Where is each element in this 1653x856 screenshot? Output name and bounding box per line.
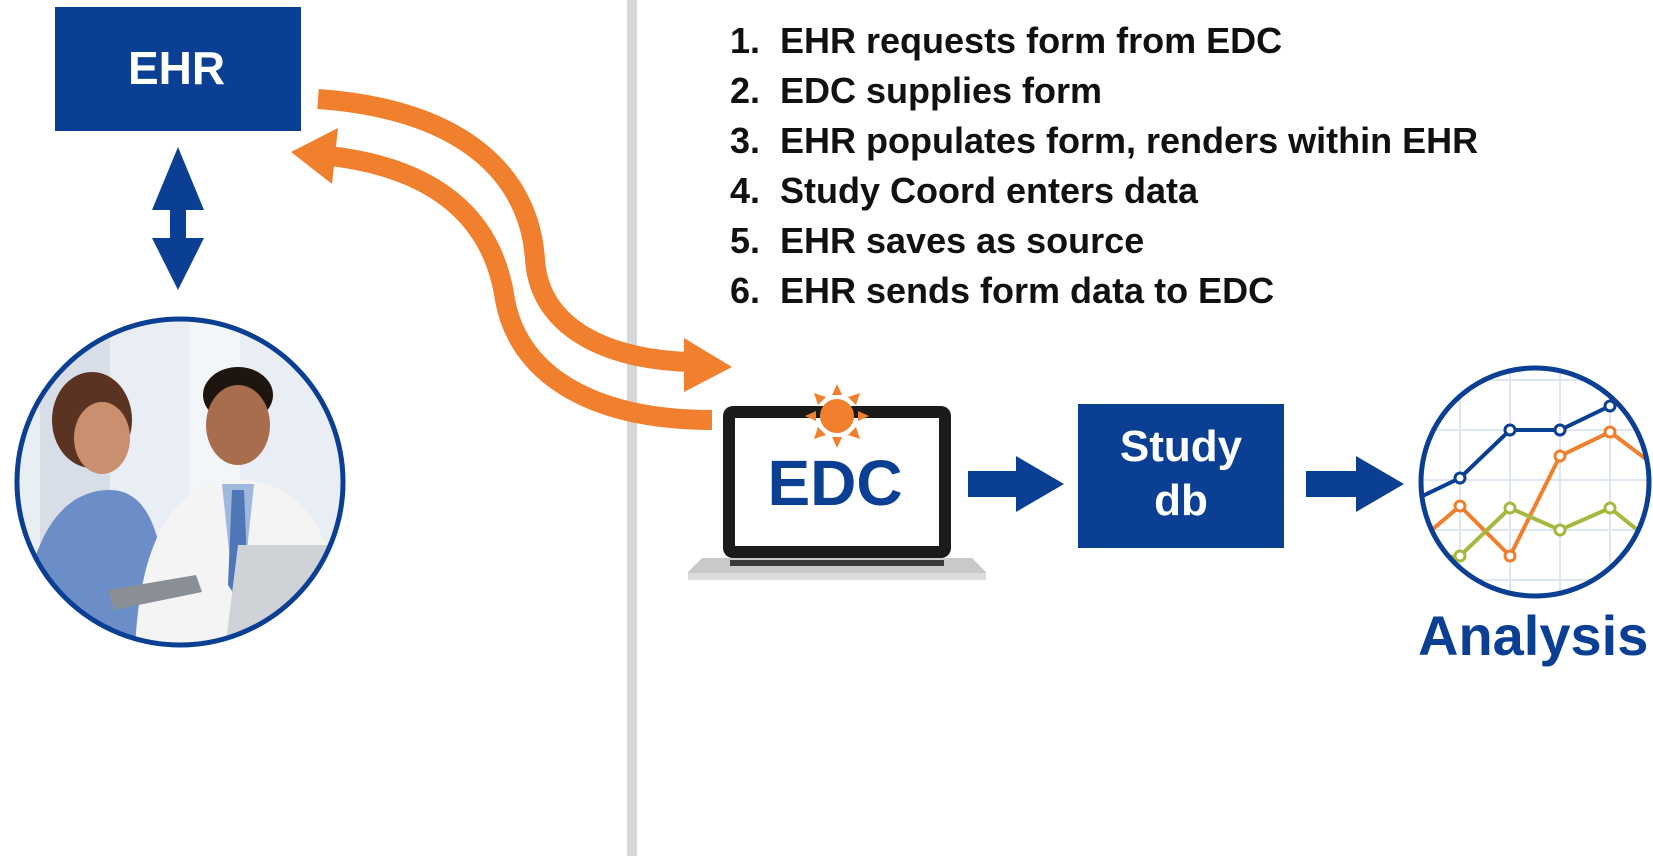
response-arrow (291, 128, 713, 430)
edc-label: EDC (767, 447, 903, 519)
step-item: 3.EHR populates form, renders within EHR (730, 120, 1479, 161)
sun-icon (805, 384, 869, 448)
study-db-label: Study db (1078, 420, 1284, 528)
study-db-line2: db (1154, 476, 1208, 525)
bidirectional-arrow-icon (152, 147, 204, 290)
study-db-box (1078, 404, 1284, 548)
laptop-icon (688, 406, 986, 580)
arrow-db-to-analysis (1306, 456, 1404, 512)
step-item: 5.EHR saves as source (730, 220, 1145, 261)
analysis-label: Analysis (1418, 604, 1649, 667)
steps-list: 1.EHR requests form from EDC 2.EDC suppl… (730, 16, 1478, 316)
request-arrow (317, 89, 732, 392)
study-db-line1: Study (1119, 422, 1243, 471)
section-divider (627, 0, 637, 856)
step-item: 1.EHR requests form from EDC (730, 20, 1283, 61)
arrow-edc-to-db (968, 456, 1064, 512)
ehr-label: EHR (128, 42, 226, 94)
line-chart-icon (1418, 365, 1652, 599)
step-item: 2.EDC supplies form (730, 70, 1103, 111)
step-item: 4.Study Coord enters data (730, 170, 1199, 211)
step-item: 6.EHR sends form data to EDC (730, 270, 1275, 311)
ehr-box (55, 7, 301, 131)
clinicians-photo (14, 316, 346, 648)
